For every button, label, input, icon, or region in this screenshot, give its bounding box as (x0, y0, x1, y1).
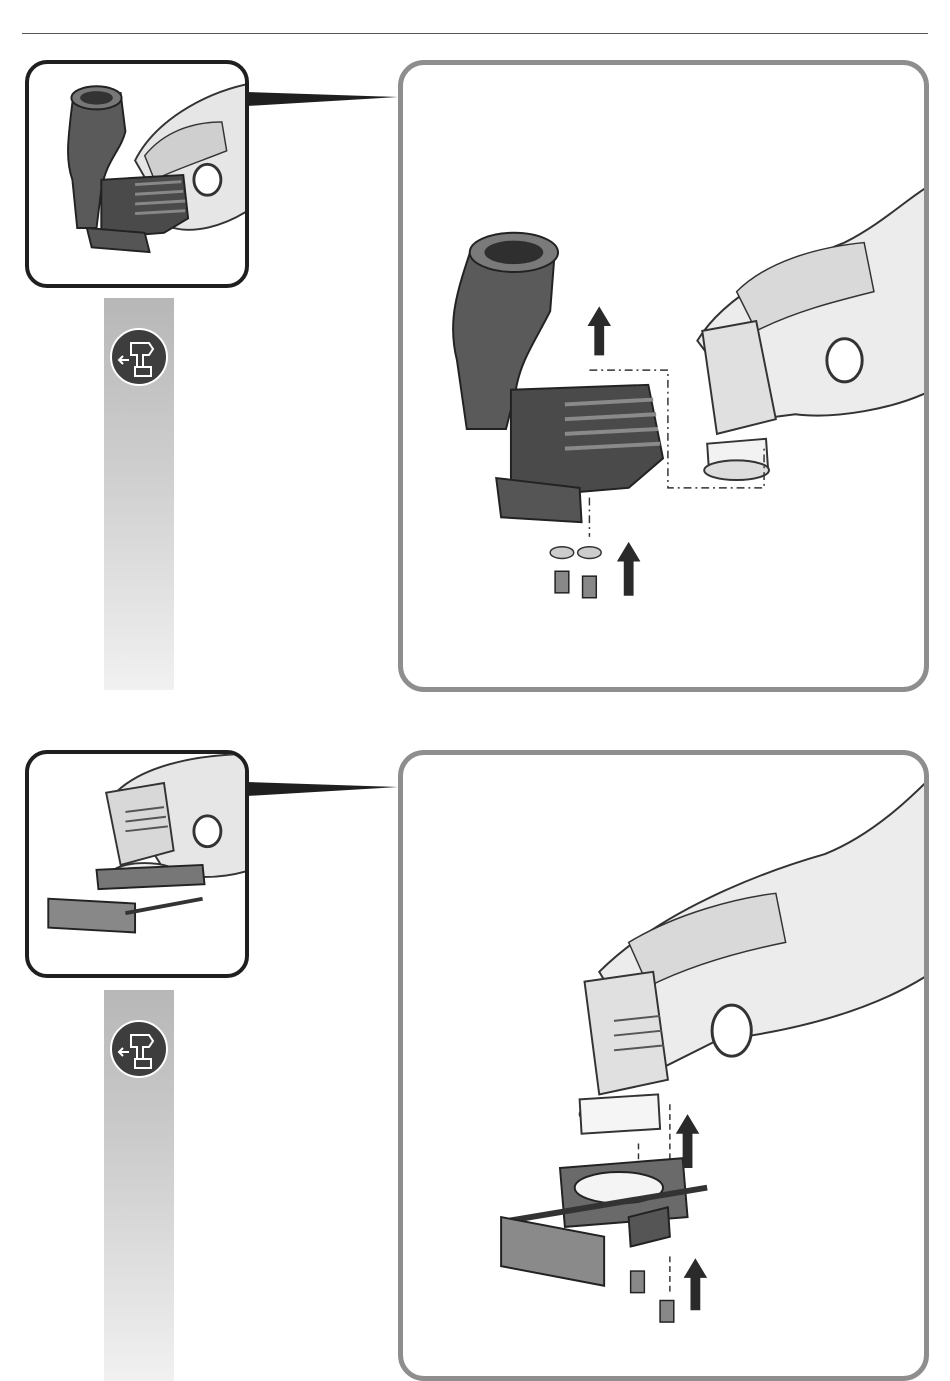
tool-with-depth-stop-icon (29, 754, 245, 974)
remove-battery-icon (109, 1019, 169, 1079)
step2-detail-panel (398, 750, 929, 1381)
step1-thumbnail (25, 60, 249, 288)
remove-battery-icon (109, 327, 169, 387)
step2-thumbnail (25, 750, 249, 978)
header-rule (22, 33, 928, 34)
extraction-hood-removal-icon (403, 65, 924, 687)
step1-detail-panel (398, 60, 929, 692)
tool-with-extraction-hood-icon (29, 64, 245, 284)
step2-sidebar-strip (104, 990, 174, 1381)
depth-stop-removal-icon (403, 755, 924, 1376)
step1-sidebar-strip (104, 298, 174, 690)
